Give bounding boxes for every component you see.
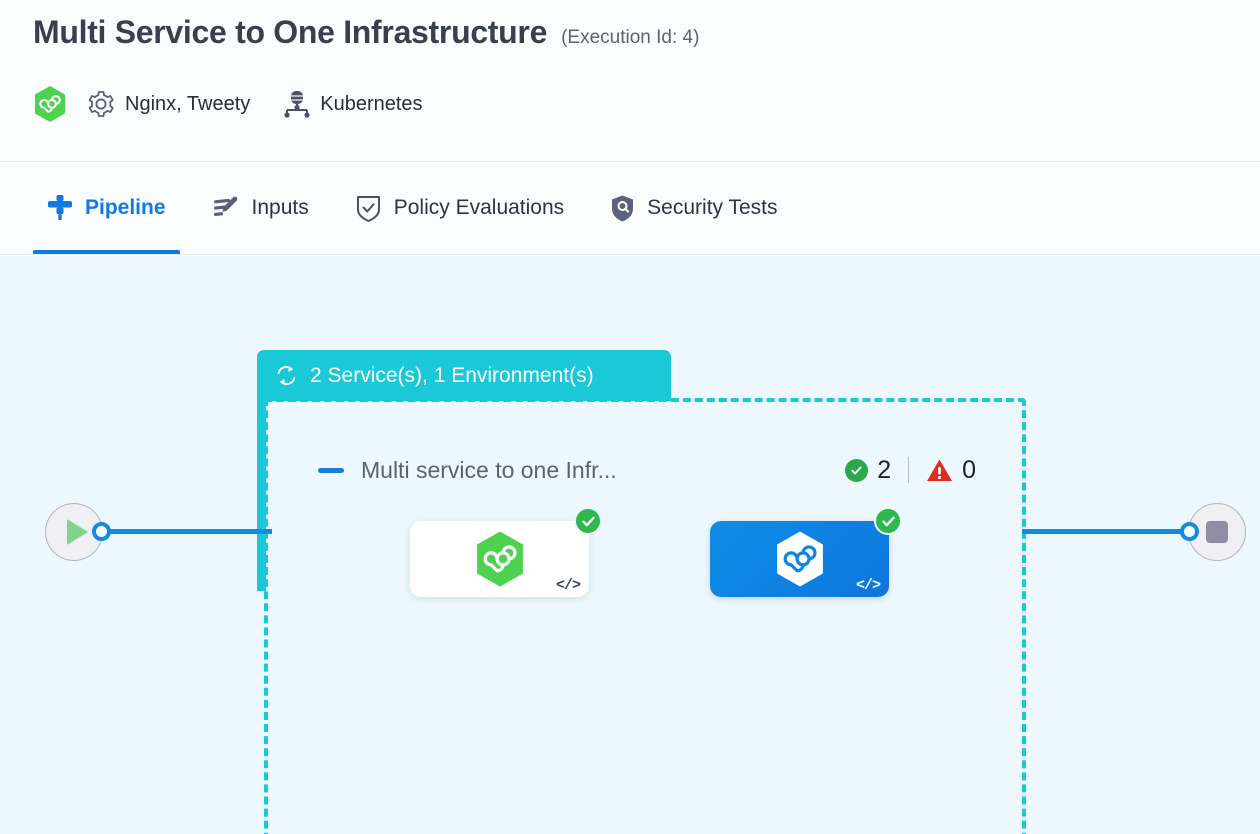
services-label: Nginx, Tweety [125, 92, 251, 115]
tab-pipeline[interactable]: Pipeline [33, 162, 180, 254]
pipeline-canvas: 2 Service(s), 1 Environment(s) Multi ser… [0, 256, 1260, 834]
hexagon-infinity-logo-white-icon [776, 531, 823, 587]
play-icon [67, 519, 88, 545]
gear-icon [88, 91, 114, 117]
infrastructure-label: Kubernetes [320, 92, 423, 115]
hexagon-infinity-logo-icon [35, 86, 65, 122]
stage-group-header-label: 2 Service(s), 1 Environment(s) [310, 363, 594, 387]
tab-policy-evaluations[interactable]: Policy Evaluations [341, 162, 578, 254]
stage-counts: 2 0 [845, 456, 976, 485]
code-icon[interactable]: </> [855, 577, 881, 594]
tab-policy-evaluations-label: Policy Evaluations [393, 196, 565, 219]
count-divider [908, 457, 910, 483]
meta-row: Nginx, Tweety Kubernetes [33, 84, 423, 124]
kubernetes-icon [284, 91, 310, 118]
error-count: 0 [962, 455, 976, 484]
hexagon-infinity-logo-icon [476, 531, 523, 587]
edge-start-to-group [100, 529, 272, 534]
stage-group-left-bar [257, 401, 266, 591]
edit-icon [213, 196, 237, 217]
loop-icon [277, 366, 296, 385]
code-icon[interactable]: </> [555, 577, 581, 594]
minus-icon[interactable] [318, 467, 344, 473]
edge-group-to-end [1022, 529, 1200, 534]
infrastructure-meta: Kubernetes [283, 89, 423, 119]
stage-header-row: Multi service to one Infr... 2 0 [318, 452, 976, 488]
end-connector-dot [1180, 522, 1199, 541]
warning-triangle-icon [927, 459, 953, 481]
stage-group-header[interactable]: 2 Service(s), 1 Environment(s) [257, 350, 671, 401]
tab-inputs-label: Inputs [251, 196, 309, 219]
title-row: Multi Service to One Infrastructure (Exe… [33, 14, 699, 51]
check-circle-icon [845, 458, 869, 482]
status-badge-success [874, 507, 902, 535]
page-title: Multi Service to One Infrastructure [33, 14, 548, 50]
execution-id: (Execution Id: 4) [561, 27, 700, 48]
success-count: 2 [877, 455, 892, 484]
stage-title: Multi service to one Infr... [361, 456, 617, 483]
start-connector-dot [92, 522, 111, 541]
tab-inputs[interactable]: Inputs [198, 162, 323, 254]
service-card-tweety[interactable]: </> [710, 507, 902, 597]
tab-security-tests[interactable]: Security Tests [596, 162, 791, 254]
stop-icon [1206, 521, 1228, 543]
tab-bar: Pipeline Inputs Policy Evaluations Secur… [0, 162, 1260, 255]
shield-search-icon [612, 195, 634, 221]
pipeline-icon [48, 195, 72, 220]
service-card-nginx[interactable]: </> [410, 507, 602, 597]
tab-pipeline-label: Pipeline [85, 196, 166, 219]
status-badge-success [574, 507, 602, 535]
tab-security-tests-label: Security Tests [647, 196, 778, 219]
services-meta: Nginx, Tweety [86, 89, 250, 119]
shield-check-icon [356, 195, 380, 222]
page-header: Multi Service to One Infrastructure (Exe… [0, 0, 1260, 162]
